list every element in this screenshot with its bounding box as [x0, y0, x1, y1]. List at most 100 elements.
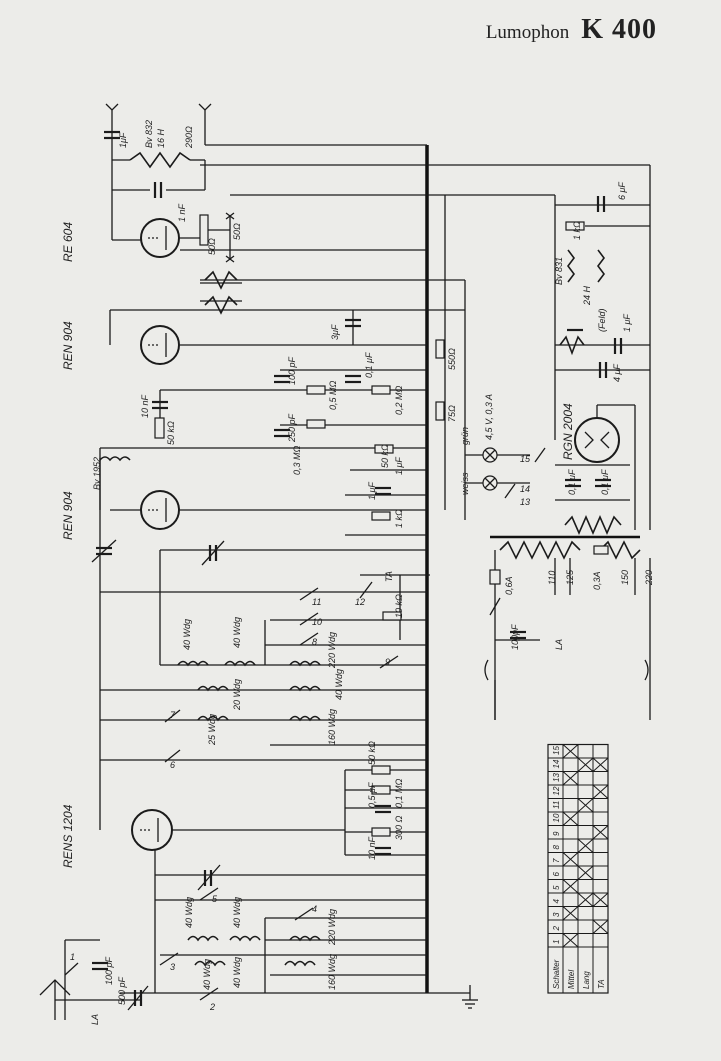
coils-section-2 [187, 935, 321, 967]
label-w40a: 40 Wdg [182, 619, 192, 650]
switch-num-9: 9 [385, 657, 390, 667]
table-column-number: 9 [552, 831, 561, 836]
label-coil-1952: Bv 1952 [92, 457, 102, 490]
capacitor-1uf-b [375, 486, 391, 496]
table-column-number: 14 [552, 759, 561, 768]
label-fuse2: 0,3A [592, 571, 602, 590]
label-coil-bv831: Bv 831 [554, 257, 564, 285]
table-column-number: 7 [552, 858, 561, 863]
label-weiss: weiss [460, 472, 470, 495]
label-c-1uf4: 1 μF [622, 314, 632, 332]
table-mark [562, 906, 579, 921]
label-c-05: 0,5 μF [367, 782, 377, 808]
label-r-300: 300 Ω [394, 815, 404, 840]
tube-ren904-2 [140, 490, 180, 530]
tube-rgn2004 [574, 404, 636, 530]
label-la2: LA [554, 639, 564, 650]
label-v220: 220 [644, 570, 654, 586]
label-lamp: 4,5 V, 0,3 A [484, 394, 494, 440]
label-c-1uf3: 1 μF [367, 482, 377, 500]
label-c-01c: 0,1 μF [600, 469, 610, 495]
label-c-6uf: 6 μF [617, 182, 627, 200]
tube-label-2: REN 904 [61, 321, 75, 370]
label-c-1nf: 1 nF [177, 203, 187, 222]
resistor-03m [306, 419, 326, 429]
capacitor-250pf [274, 428, 290, 438]
label-c-250: 250 pF [287, 413, 297, 443]
variable-capacitor-1 [91, 539, 117, 563]
label-feld: (Feld) [597, 308, 607, 332]
table-mark [592, 825, 609, 840]
label-c-10nf2: 10 nF [367, 836, 377, 860]
variable-capacitor-3 [197, 864, 221, 891]
resistor-50k-2 [374, 444, 394, 454]
tube-re604 [112, 212, 235, 263]
switch-number-labels: 1 2 3 4 5 6 7 8 9 10 11 12 13 14 15 [70, 454, 531, 1012]
interstage-transformer [200, 270, 242, 315]
label-w160a: 160 Wdg [327, 709, 337, 745]
resistor-05m [306, 385, 326, 395]
model-name: K 400 [581, 14, 657, 45]
label-c-1uf2: 1 μF [394, 457, 404, 475]
capacitor-3uf [345, 310, 361, 345]
switch-num-11: 11 [312, 597, 321, 607]
table-column-number: 3 [552, 912, 561, 917]
tube-label-1: RE 604 [61, 222, 75, 262]
table-mark [562, 811, 579, 826]
label-c-500: 500 pF [117, 976, 127, 1005]
component-labels: Bv 832 16 H 1μF 290Ω 1 nF 50Ω 50Ω 3μF 55… [90, 120, 654, 1025]
label-c-100pf2: 100 pF [104, 956, 114, 985]
table-column-number: 6 [552, 872, 561, 877]
switch-num-3: 3 [170, 962, 175, 972]
label-w40f: 40 Wdg [202, 959, 212, 990]
tube-labels: RE 604 REN 904 REN 904 RENS 1204 RGN 200… [61, 222, 575, 868]
table-mark [577, 838, 594, 853]
capacitor-01uf [345, 374, 361, 384]
label-v150: 150 [620, 570, 630, 585]
label-coil-top: Bv 832 [144, 120, 154, 148]
label-v110: 110 [547, 571, 557, 585]
label-r-290: 290Ω [184, 126, 194, 149]
tube-label-5: RGN 2004 [561, 403, 575, 460]
label-r-1k: 1 kΩ [394, 509, 404, 528]
label-r-01m: 0,1 MΩ [394, 778, 404, 808]
label-c-100pf: 100 pF [287, 356, 297, 385]
table-column-number: 15 [552, 746, 561, 755]
label-r-50b: 50Ω [232, 223, 242, 240]
label-w40c: 40 Wdg [334, 669, 344, 700]
label-r-50k3: 50 kΩ [367, 741, 377, 765]
filter-caps-lower [555, 464, 630, 501]
table-mark [577, 798, 594, 813]
table-column-number: 8 [552, 845, 561, 850]
label-c-01b: 0,1 μF [567, 469, 577, 495]
schematic-header: Lumophon K 400 [486, 14, 657, 46]
switch-num-15: 15 [520, 454, 531, 464]
brand-name: Lumophon [485, 22, 570, 43]
table-mark [577, 892, 594, 907]
table-mark [562, 744, 579, 759]
rens-components [371, 765, 391, 856]
mains-plug-icon [484, 630, 649, 720]
label-c-1uf: 1μF [118, 132, 128, 148]
switch-num-1: 1 [70, 952, 75, 962]
switch-num-8: 8 [312, 637, 317, 647]
table-mark [562, 852, 579, 867]
tube-label-4: RENS 1204 [61, 804, 75, 868]
label-la1: LA [90, 1014, 100, 1025]
label-w220b: 220 Wdg [327, 909, 337, 946]
label-r-50a: 50Ω [207, 238, 217, 255]
table-mark [592, 892, 609, 907]
label-w40e: 40 Wdg [232, 897, 242, 928]
label-r-50k: 50 kΩ [166, 421, 176, 445]
label-r-1k2: 1 kΩ [572, 221, 582, 240]
label-c-4uf: 4 μF [612, 364, 622, 382]
table-column-number: 5 [552, 885, 561, 890]
switch-num-6: 6 [170, 760, 175, 770]
label-fuse1: 0,6A [504, 576, 514, 595]
switch-num-7: 7 [170, 710, 176, 720]
label-r-50k2: 50 kΩ [380, 444, 390, 468]
label-r-03: 0,3 MΩ [292, 445, 302, 475]
label-r-05: 0,5 MΩ [328, 380, 338, 410]
